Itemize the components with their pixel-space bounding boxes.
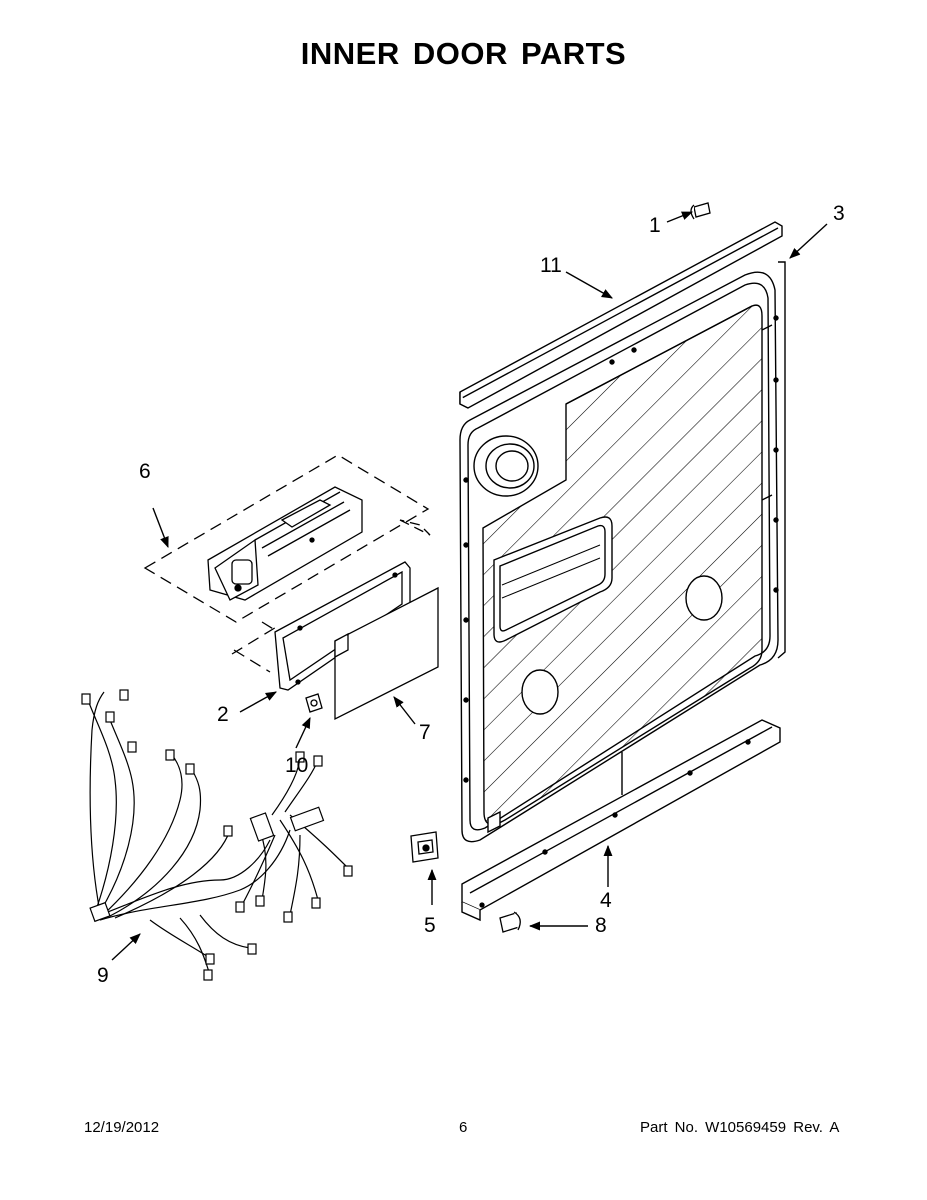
callout-4: 4 [600,889,612,912]
top-door-trim [459,221,783,409]
screw-part-8 [479,902,521,933]
screw-part-1 [690,202,711,220]
wire-harness [81,689,353,981]
callout-1: 1 [649,214,661,237]
leader-arrows [111,211,828,961]
page-title: INNER DOOR PARTS [300,36,627,71]
control-shield [334,586,439,721]
callout-9: 9 [97,964,109,987]
control-module [143,454,430,623]
callout-10: 10 [285,754,308,777]
screw-part-10 [305,693,323,713]
callout-5: 5 [424,914,436,937]
callout-7: 7 [419,721,431,744]
callout-2: 2 [217,703,229,726]
callout-3: 3 [833,202,845,225]
latch-clip [410,831,439,863]
footer-page-number: 6 [459,1119,468,1136]
bottom-door-trim [461,719,781,922]
footer-part-number: Part No. W10569459 Rev. A [640,1119,840,1136]
callout-8: 8 [595,914,607,937]
footer-date: 12/19/2012 [84,1119,160,1136]
callout-11: 11 [540,254,562,277]
inner-door-panel [459,261,786,843]
control-board-bracket [231,519,431,691]
callout-6: 6 [139,460,151,483]
